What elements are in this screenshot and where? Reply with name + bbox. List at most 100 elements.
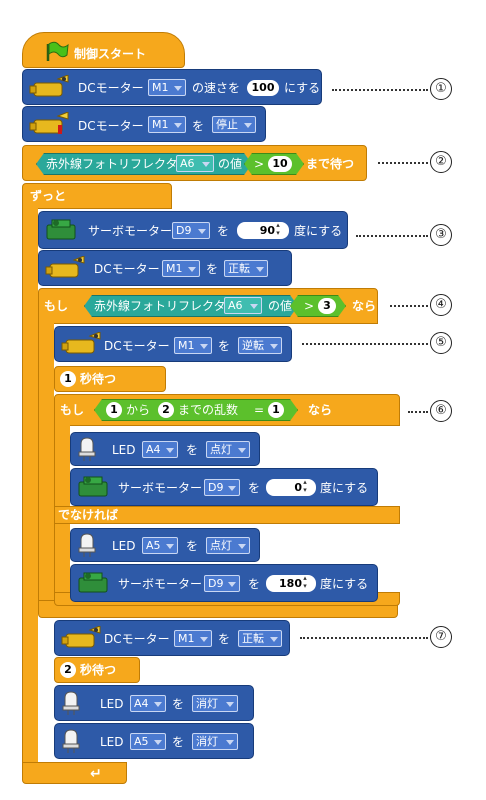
b10-port-dropdown[interactable]: D9	[204, 575, 240, 592]
forever-block[interactable]	[22, 183, 172, 209]
dc-motor-icon	[61, 626, 101, 648]
if1-then-label: なら	[352, 299, 377, 313]
b9-state-dropdown[interactable]: 点灯	[206, 537, 250, 554]
b6-port-dropdown[interactable]: M1	[174, 337, 212, 354]
b3-port-dropdown[interactable]: A6	[176, 155, 214, 172]
servo-label: サーボモーター	[118, 577, 203, 591]
b2-port-dropdown[interactable]: M1	[148, 116, 186, 133]
forever-label: ずっと	[30, 189, 67, 203]
wait1-value-input[interactable]: 1	[60, 371, 76, 387]
callout-6: ⑥	[430, 400, 452, 422]
b13-port-dropdown[interactable]: A5	[130, 733, 166, 750]
b8-port-dropdown[interactable]: D9	[204, 479, 240, 496]
callout-leader-5	[302, 343, 428, 345]
callout-5: ⑤	[430, 332, 452, 354]
forever-left-arm	[22, 205, 38, 775]
b1-speed-input[interactable]: 100	[247, 80, 279, 96]
dc-motor-label: DCモーター	[104, 632, 170, 646]
wait2-label: 秒待つ	[80, 663, 117, 677]
led-label: LED	[112, 539, 136, 553]
led-label: LED	[100, 735, 124, 749]
b11-port-dropdown[interactable]: M1	[174, 630, 212, 647]
callout-leader-7	[300, 637, 428, 639]
led-icon	[78, 437, 96, 461]
b9-port-dropdown[interactable]: A5	[142, 537, 178, 554]
callout-leader-6	[408, 411, 428, 413]
if1-op-label: >	[304, 299, 315, 313]
wo-label: を	[218, 339, 231, 353]
wo-label: を	[172, 735, 185, 749]
start-label: 制御スタート	[74, 47, 147, 61]
equals-operator[interactable]	[94, 399, 298, 421]
if2-kara-label: から	[126, 403, 151, 417]
if1-port-dropdown[interactable]: A6	[224, 297, 262, 314]
led-label: LED	[100, 697, 124, 711]
b3-sensor-label: 赤外線フォトリフレクタ	[46, 157, 178, 171]
dc-motor-icon	[29, 75, 69, 97]
if2-to-input[interactable]: 2	[158, 402, 174, 418]
led-icon	[62, 691, 80, 715]
if1-if-label: もし	[44, 299, 69, 313]
wo-label: を	[192, 119, 205, 133]
b1-tail-label: にする	[284, 81, 321, 95]
if1-left-arm	[38, 320, 54, 612]
b7-port-dropdown[interactable]: A4	[142, 441, 178, 458]
wo-label: を	[186, 539, 199, 553]
b8-angle-input[interactable]: 0	[266, 478, 316, 496]
b3-value-input[interactable]: 10	[268, 156, 292, 172]
b7-state-dropdown[interactable]: 点灯	[206, 441, 250, 458]
servo-label: サーボモーター	[118, 481, 203, 495]
b6-state-dropdown[interactable]: 逆転	[238, 337, 282, 354]
green-flag-icon	[46, 41, 69, 61]
servo-motor-icon	[78, 572, 108, 593]
if2-then-label: なら	[308, 403, 333, 417]
callout-leader-4	[390, 305, 428, 307]
if1-value-input[interactable]: 3	[318, 298, 336, 314]
dc-motor-icon	[29, 112, 69, 134]
b4-port-dropdown[interactable]: D9	[172, 222, 210, 239]
b4-angle-input[interactable]: 90	[237, 221, 289, 239]
b2-state-dropdown[interactable]: 停止	[212, 116, 256, 133]
b1-port-dropdown[interactable]: M1	[148, 79, 186, 96]
b10-angle-input[interactable]: 180	[266, 574, 316, 592]
wo-label: を	[248, 481, 261, 495]
dc-motor-icon	[45, 256, 85, 278]
servo-label: サーボモーター	[88, 224, 173, 238]
b5-port-dropdown[interactable]: M1	[162, 260, 200, 277]
wait2-value-input[interactable]: 2	[60, 662, 76, 678]
callout-leader-3	[356, 235, 428, 237]
dc-motor-icon	[61, 332, 101, 354]
dc-motor-label: DCモーター	[104, 339, 170, 353]
wo-label: を	[206, 262, 219, 276]
if2-if-label: もし	[60, 403, 85, 417]
wait1-label: 秒待つ	[80, 372, 117, 386]
b5-state-dropdown[interactable]: 正転	[224, 260, 268, 277]
dc-motor-label: DCモーター	[78, 119, 144, 133]
callout-4: ④	[430, 294, 452, 316]
if1-of-label: の値	[268, 299, 293, 313]
led-icon	[78, 533, 96, 557]
b13-state-dropdown[interactable]: 消灯	[192, 733, 238, 750]
servo-motor-icon	[46, 219, 76, 240]
led-icon	[62, 729, 80, 753]
if2-value-input[interactable]: 1	[268, 402, 284, 418]
led-label: LED	[112, 443, 136, 457]
forever-bottom	[22, 762, 127, 784]
if2-from-input[interactable]: 1	[106, 402, 122, 418]
callout-leader-1	[332, 89, 428, 91]
dc-motor-label: DCモーター	[78, 81, 144, 95]
if2-rand-label: までの乱数	[178, 403, 239, 417]
b3-of-label: の値	[218, 157, 243, 171]
callout-2: ②	[430, 151, 452, 173]
callout-7: ⑦	[430, 626, 452, 648]
b12-port-dropdown[interactable]: A4	[130, 695, 166, 712]
callout-leader-2	[378, 162, 428, 164]
if1-sensor-label: 赤外線フォトリフレクタ	[94, 299, 226, 313]
b11-state-dropdown[interactable]: 正転	[238, 630, 282, 647]
wo-label: を	[186, 443, 199, 457]
b12-state-dropdown[interactable]: 消灯	[192, 695, 238, 712]
else-bar	[54, 506, 400, 524]
wo-label: を	[217, 224, 230, 238]
callout-1: ①	[430, 78, 452, 100]
wo-label: を	[172, 697, 185, 711]
